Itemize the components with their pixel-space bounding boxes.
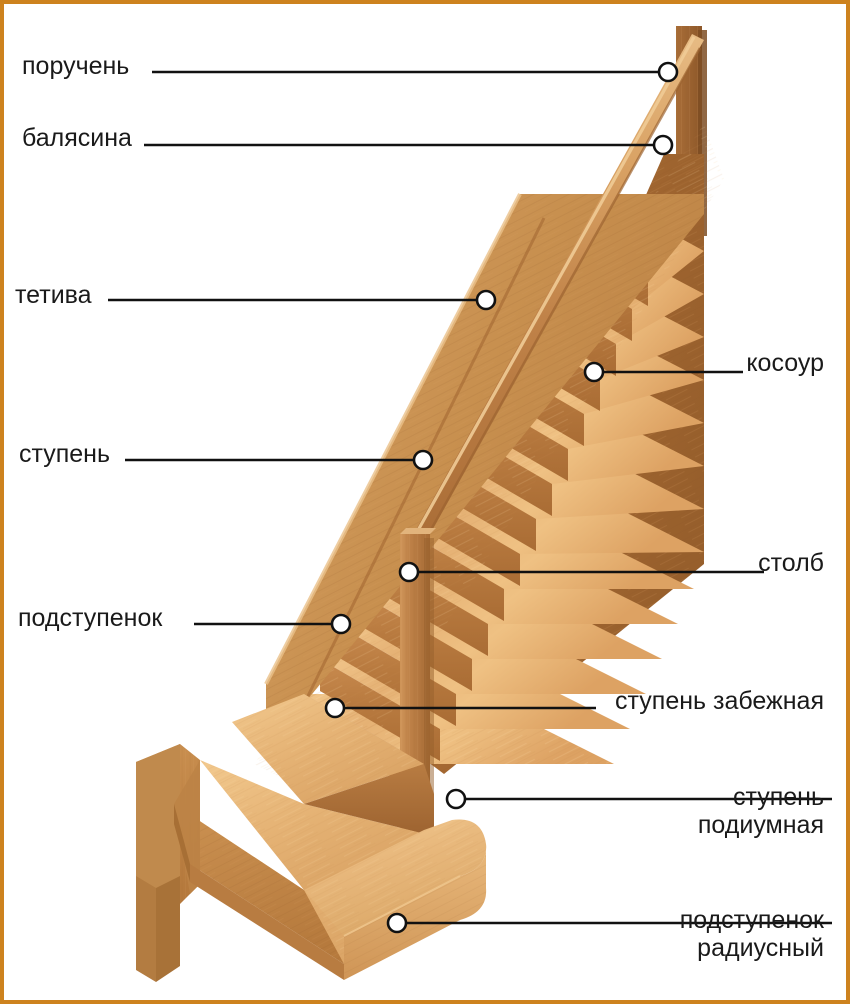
callout-leaders — [108, 61, 832, 934]
callout-riser — [194, 613, 352, 635]
callout-label-step: ступень — [19, 440, 111, 468]
callout-newel-post — [398, 561, 764, 583]
callout-baluster — [144, 134, 674, 156]
callout-label-handrail: поручень — [22, 52, 130, 80]
callout-marker-riser — [330, 613, 352, 635]
callout-winder-step — [324, 697, 596, 719]
callout-marker-radius-riser — [386, 912, 408, 934]
callout-handrail — [152, 61, 679, 83]
callout-label-winder-step: ступень забежная — [615, 687, 824, 715]
balusters — [442, 116, 682, 664]
callout-label-riser: подступенок — [18, 604, 163, 632]
bottom-step-face — [174, 760, 200, 894]
near-stringer — [264, 193, 704, 746]
callout-stringer — [583, 361, 743, 383]
callout-label-string-board: тетива — [15, 281, 92, 309]
callout-marker-podium-step — [445, 788, 467, 810]
callout-label-radius-riser: подступенок радиусный — [679, 906, 824, 962]
callout-marker-baluster — [652, 134, 674, 156]
callout-label-podium-step: ступень подиумная — [697, 783, 824, 839]
callout-step — [125, 449, 434, 471]
callout-label-baluster: балясина — [22, 124, 132, 152]
podium-step — [304, 819, 487, 980]
callout-marker-string-board — [475, 289, 497, 311]
callout-marker-newel-post — [398, 561, 420, 583]
side-skirt — [136, 744, 200, 982]
staircase-body — [136, 26, 724, 982]
callout-podium-step — [445, 788, 832, 810]
callout-label-stringer: косоур — [746, 349, 824, 377]
lower-riser-front — [174, 804, 344, 980]
callout-string-board — [108, 289, 497, 311]
staircase-illustration — [108, 26, 832, 982]
callout-label-newel-post: столб — [758, 549, 824, 577]
callout-radius-riser — [386, 912, 832, 934]
handrail — [408, 34, 704, 554]
callout-marker-stringer — [583, 361, 605, 383]
callout-marker-winder-step — [324, 697, 346, 719]
callout-marker-step — [412, 449, 434, 471]
callout-marker-handrail — [657, 61, 679, 83]
